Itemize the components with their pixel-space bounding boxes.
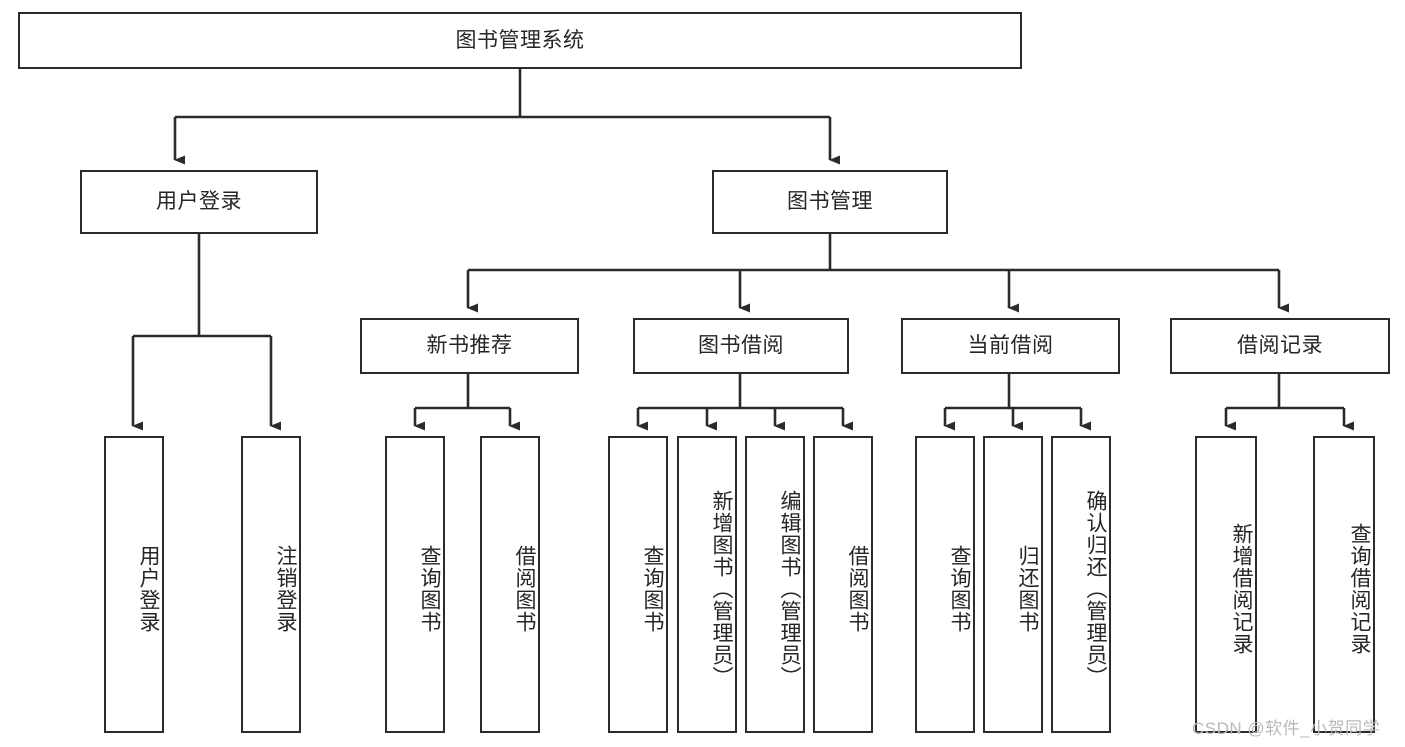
node-leaf-return-book[interactable]: 归还图书 bbox=[983, 436, 1043, 733]
node-leaf-query-book-1[interactable]: 查询图书 bbox=[385, 436, 445, 733]
node-leaf-logout-label: 注销登录 bbox=[274, 544, 297, 633]
node-leaf-query-record[interactable]: 查询借阅记录 bbox=[1313, 436, 1375, 733]
node-current-borrow-label: 当前借阅 bbox=[967, 334, 1054, 358]
node-user-login-label: 用户登录 bbox=[156, 190, 242, 214]
node-book-manage[interactable]: 图书管理 bbox=[712, 170, 948, 234]
node-leaf-confirm-return-label: 确认归还（管理员） bbox=[1084, 489, 1107, 688]
node-new-book-recommend[interactable]: 新书推荐 bbox=[360, 318, 579, 374]
node-leaf-user-login-label: 用户登录 bbox=[137, 544, 160, 633]
node-leaf-user-login[interactable]: 用户登录 bbox=[104, 436, 164, 733]
node-leaf-query-book-3-label: 查询图书 bbox=[948, 544, 971, 633]
node-leaf-query-book-2[interactable]: 查询图书 bbox=[608, 436, 668, 733]
node-leaf-borrow-book-2[interactable]: 借阅图书 bbox=[813, 436, 873, 733]
node-leaf-add-book[interactable]: 新增图书（管理员） bbox=[677, 436, 737, 733]
node-leaf-borrow-book-1[interactable]: 借阅图书 bbox=[480, 436, 540, 733]
node-leaf-edit-book-label: 编辑图书（管理员） bbox=[778, 489, 801, 688]
node-leaf-query-book-3[interactable]: 查询图书 bbox=[915, 436, 975, 733]
node-current-borrow[interactable]: 当前借阅 bbox=[901, 318, 1120, 374]
node-new-book-recommend-label: 新书推荐 bbox=[426, 334, 513, 358]
node-book-borrow-label: 图书借阅 bbox=[698, 334, 784, 358]
csdn-watermark: CSDN @软件_小贺同学 bbox=[1192, 719, 1381, 738]
node-book-manage-label: 图书管理 bbox=[787, 190, 873, 214]
node-leaf-query-book-2-label: 查询图书 bbox=[641, 544, 664, 633]
node-leaf-confirm-return[interactable]: 确认归还（管理员） bbox=[1051, 436, 1111, 733]
node-book-borrow[interactable]: 图书借阅 bbox=[633, 318, 849, 374]
node-root[interactable]: 图书管理系统 bbox=[18, 12, 1022, 69]
node-leaf-add-record-label: 新增借阅记录 bbox=[1230, 522, 1253, 655]
node-leaf-logout[interactable]: 注销登录 bbox=[241, 436, 301, 733]
node-leaf-borrow-book-2-label: 借阅图书 bbox=[846, 544, 869, 633]
node-borrow-record[interactable]: 借阅记录 bbox=[1170, 318, 1390, 374]
node-leaf-query-book-1-label: 查询图书 bbox=[418, 544, 441, 633]
node-borrow-record-label: 借阅记录 bbox=[1237, 334, 1323, 358]
node-root-label: 图书管理系统 bbox=[455, 28, 585, 52]
node-leaf-edit-book[interactable]: 编辑图书（管理员） bbox=[745, 436, 805, 733]
node-leaf-return-book-label: 归还图书 bbox=[1016, 544, 1039, 633]
node-leaf-add-book-label: 新增图书（管理员） bbox=[710, 489, 733, 688]
node-leaf-borrow-book-1-label: 借阅图书 bbox=[513, 544, 536, 633]
node-leaf-add-record[interactable]: 新增借阅记录 bbox=[1195, 436, 1257, 733]
node-user-login[interactable]: 用户登录 bbox=[80, 170, 318, 234]
node-leaf-query-record-label: 查询借阅记录 bbox=[1348, 522, 1371, 655]
